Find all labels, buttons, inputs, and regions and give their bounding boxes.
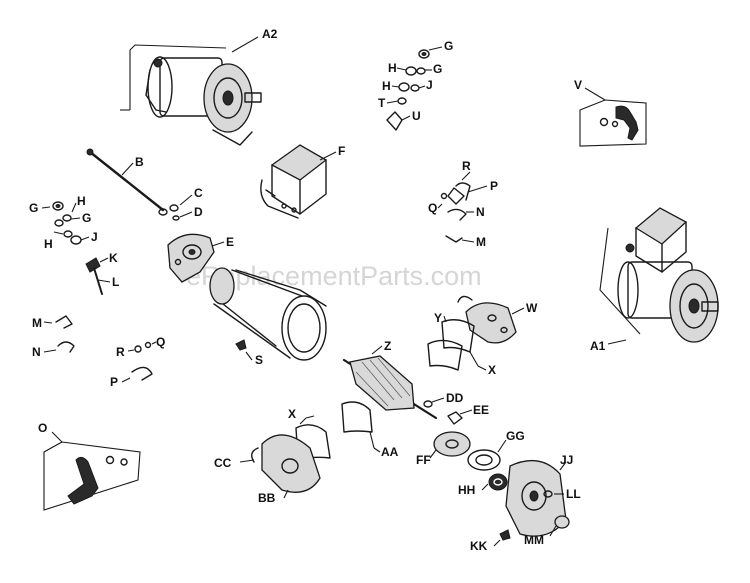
part-bearing-retainer-ff[interactable] [429,431,471,459]
part-key-dd-ee[interactable] [423,397,473,425]
callout-z: Z [384,339,391,353]
callout-k: K [109,251,118,265]
part-washer-ll-mm[interactable] [543,490,570,537]
callout-jj: JJ [560,453,573,467]
callout-dd: DD [446,391,464,405]
part-hardware-group-left[interactable] [41,201,90,245]
callout-f: F [338,144,345,158]
callout-d: D [194,205,203,219]
callout-t: T [378,96,386,110]
part-through-bolt-b[interactable] [86,148,165,212]
callout-h-left: H [77,194,86,208]
part-brush-spring-group-right[interactable] [437,171,488,243]
part-bearing-hh[interactable] [481,473,508,491]
part-bracket-v[interactable] [579,87,647,147]
callout-g-left: G [29,201,38,215]
callout-j-top: J [426,78,433,92]
callout-r-left: R [116,345,125,359]
callout-hh: HH [458,483,475,497]
part-screw-kk[interactable] [493,529,511,547]
callout-ff: FF [416,453,431,467]
callout-b: B [135,155,144,169]
callout-p-right: P [490,179,498,193]
callout-h-top: H [388,61,397,75]
callout-g-top: G [444,39,453,53]
part-commutator-end-frame-e[interactable] [167,233,225,283]
part-gasket-gg[interactable] [467,439,507,471]
callout-s: S [255,353,263,367]
callout-v: V [574,78,582,92]
callout-g-left-2: G [82,211,91,225]
part-voltage-regulator-f[interactable] [260,144,337,219]
watermark: eReplacementParts.com [186,261,482,291]
callout-g-top-2: G [433,62,442,76]
callout-m-right: M [476,235,486,249]
callout-h-top-2: H [382,79,391,93]
part-brush-holder-left[interactable] [121,341,157,383]
callout-e: E [226,235,234,249]
callout-o: O [38,421,47,435]
leader-cc [239,459,255,463]
callout-ee: EE [473,403,489,417]
callout-aa: AA [381,445,399,459]
part-pole-shoe-aa[interactable] [341,401,381,453]
part-starter-generator-assembly-a2[interactable] [120,36,262,146]
callout-j-left: J [91,230,98,244]
callout-q-right: Q [428,201,437,215]
part-armature-z[interactable] [342,345,438,420]
callout-h-left-2: H [44,237,53,251]
callout-m-left: M [32,316,42,330]
part-bolts-k-l[interactable] [85,257,111,295]
part-field-coil-w[interactable] [457,295,525,344]
part-hardware-group-top[interactable] [386,46,443,131]
callout-cc: CC [214,456,232,470]
callout-c: C [194,186,203,200]
part-starter-generator-assembly-a1[interactable] [599,207,719,345]
callout-bb: BB [258,491,276,505]
callout-a2: A2 [262,27,278,41]
callout-p-left: P [110,375,118,389]
callout-a1: A1 [590,339,606,353]
part-field-frame-housing[interactable] [209,267,327,361]
callout-n-left: N [32,345,41,359]
part-mounting-bracket-o[interactable] [43,431,141,511]
callout-w: W [526,301,538,315]
callout-x-left: X [288,407,296,421]
callout-ll: LL [566,487,581,501]
part-screw-s[interactable] [235,339,253,361]
part-washers-c-d[interactable] [158,194,193,221]
part-pole-shoe-y[interactable] [427,315,487,371]
callout-n-right: N [476,205,485,219]
callout-kk: KK [470,539,488,553]
callout-l: L [112,275,119,289]
part-brush-springs-left[interactable] [43,315,75,353]
callout-gg: GG [506,429,525,443]
callout-mm: MM [524,533,544,547]
callout-x-right: X [488,363,496,377]
callout-q-left: Q [156,335,165,349]
part-brush-plate-bb[interactable] [251,434,321,499]
callout-y: Y [434,311,442,325]
callout-u: U [412,109,421,123]
callout-r-right: R [462,159,471,173]
